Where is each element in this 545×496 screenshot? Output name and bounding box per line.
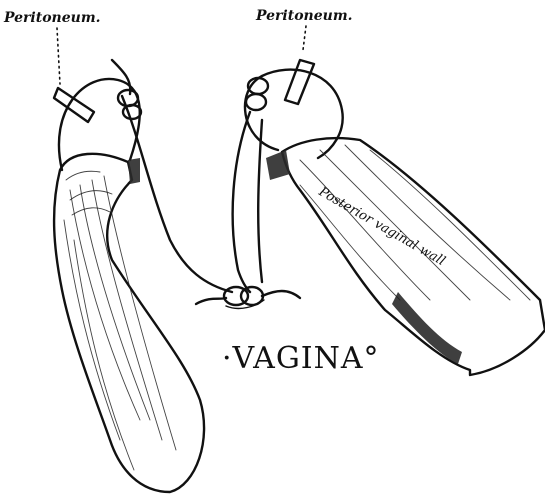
suture-loop-right (233, 70, 343, 292)
vaginal-wall-left (54, 154, 204, 492)
peritoneum-label-left: Peritoneum. (4, 10, 101, 26)
peritoneum-right-flap (285, 60, 314, 104)
peritoneum-left-leader (57, 28, 60, 84)
suture-knot-right (246, 78, 268, 110)
peritoneum-label-right: Peritoneum. (256, 8, 353, 24)
peritoneum-right-leader (303, 26, 306, 50)
peritoneum-left-flap (54, 88, 94, 122)
vagina-label: ·VAGINA° (222, 341, 380, 376)
suture-loop-left (59, 60, 232, 292)
vaginal-wall-right: Posterior vaginal wall (266, 138, 545, 375)
